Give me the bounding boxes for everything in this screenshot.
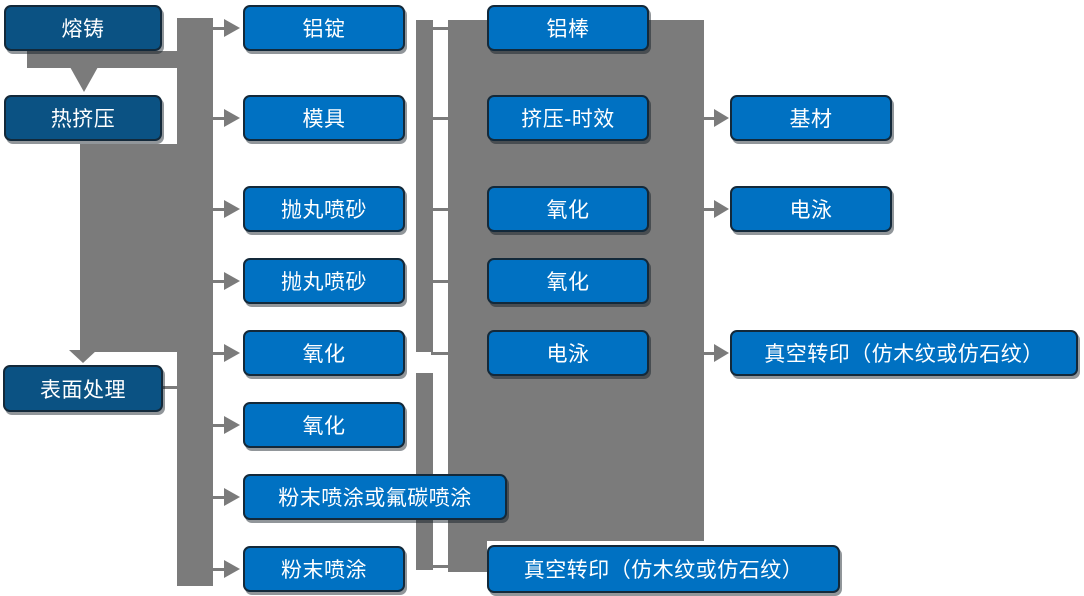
node-label: 铝锭 [302, 18, 346, 41]
arrowhead-right-row6 [224, 416, 240, 434]
node-oxidation-left-2: 氧化 [243, 402, 405, 448]
connector-arrow-shaft-left-2 [206, 117, 226, 120]
node-label: 真空转印（仿木纹或仿石纹） [764, 343, 1044, 366]
node-label: 表面处理 [40, 378, 126, 402]
node-label: 挤压-时效 [521, 108, 615, 131]
node-vacuum-transfer-right: 真空转印（仿木纹或仿石纹） [730, 330, 1078, 376]
connector-arrow-shaft-left-1 [206, 27, 226, 30]
connector-hline-bottom [430, 565, 488, 568]
connector-arrow-shaft-left-5 [206, 352, 226, 355]
connector-middle-bar-bottom [416, 373, 433, 570]
node-label: 粉末喷涂 [281, 559, 367, 582]
node-oxidation-mid-1: 氧化 [487, 186, 649, 232]
arrowhead-right-row5 [224, 344, 240, 362]
node-label: 氧化 [546, 199, 590, 222]
connector-vertical-band-left [177, 18, 213, 586]
connector-arrow-shaft-left-6 [206, 424, 226, 427]
connector-arrow-shaft-right-3 [702, 352, 716, 355]
arrowhead-right-row7 [224, 488, 240, 506]
connector-hline-row2 [431, 117, 450, 120]
node-shot-blast-sandblast-2: 抛丸喷砂 [243, 258, 405, 304]
connector-band-below-melting [27, 51, 213, 68]
node-label: 氧化 [302, 343, 346, 366]
node-label: 抛丸喷砂 [281, 271, 367, 294]
arrowhead-to-base-material [714, 109, 729, 127]
node-aluminum-rod: 铝棒 [487, 5, 649, 51]
connector-hline-row4 [431, 280, 450, 283]
arrowhead-right-row1 [224, 19, 240, 37]
connector-arrow-shaft-right-1 [702, 117, 716, 120]
connector-arrow-shaft-left-3 [206, 208, 226, 211]
node-electrophoresis-mid: 电泳 [487, 330, 649, 376]
connector-arrow-shaft-left-4 [206, 280, 226, 283]
arrowhead-down-to-surface-treatment [69, 350, 97, 363]
node-extrusion-aging: 挤压-时效 [487, 95, 649, 141]
arrowhead-to-electrophoresis-right [714, 200, 729, 218]
node-label: 熔铸 [61, 18, 105, 41]
arrowhead-to-vacuum-transfer-right [714, 344, 729, 362]
arrowhead-right-row2 [224, 109, 240, 127]
node-label: 基材 [789, 108, 833, 131]
connector-arrow-shaft-right-2 [702, 208, 716, 211]
node-electrophoresis-right: 电泳 [730, 186, 892, 232]
connector-hline-row5 [431, 352, 450, 355]
node-melting-casting: 熔铸 [4, 5, 162, 51]
node-aluminum-ingot: 铝锭 [243, 5, 405, 51]
connector-arrow-shaft-left-7 [206, 496, 226, 499]
node-base-material: 基材 [730, 95, 892, 141]
node-oxidation-mid-2: 氧化 [487, 258, 649, 304]
node-oxidation-left-1: 氧化 [243, 330, 405, 376]
node-label: 氧化 [302, 415, 346, 438]
node-label: 模具 [302, 108, 346, 131]
node-mold: 模具 [243, 95, 405, 141]
node-label: 氧化 [546, 271, 590, 294]
node-label: 抛丸喷砂 [281, 199, 367, 222]
connector-hline-row1 [431, 27, 450, 30]
arrowhead-right-row4 [224, 272, 240, 290]
arrowhead-right-row8 [224, 560, 240, 578]
node-vacuum-transfer-bottom: 真空转印（仿木纹或仿石纹） [487, 545, 840, 593]
node-label: 粉末喷涂或氟碳喷涂 [278, 487, 472, 510]
arrowhead-down-to-hot-extrusion [70, 67, 98, 92]
node-label: 热挤压 [50, 108, 116, 131]
node-powder-coating: 粉末喷涂 [243, 546, 405, 592]
node-hot-extrusion: 热挤压 [4, 95, 162, 141]
node-surface-treatment: 表面处理 [3, 365, 163, 412]
node-powder-or-fluorocarbon-coating: 粉末喷涂或氟碳喷涂 [243, 474, 507, 520]
connector-hline-row3 [431, 208, 450, 211]
arrowhead-right-row3 [224, 200, 240, 218]
node-shot-blast-sandblast-1: 抛丸喷砂 [243, 186, 405, 232]
node-label: 铝棒 [546, 18, 590, 41]
node-label: 电泳 [789, 199, 833, 222]
connector-arrow-shaft-left-8 [206, 568, 226, 571]
connector-stub-surface-treatment [163, 386, 210, 389]
node-label: 电泳 [546, 343, 590, 366]
node-label: 真空转印（仿木纹或仿石纹） [523, 559, 804, 582]
connector-middle-bar-top [416, 20, 433, 352]
